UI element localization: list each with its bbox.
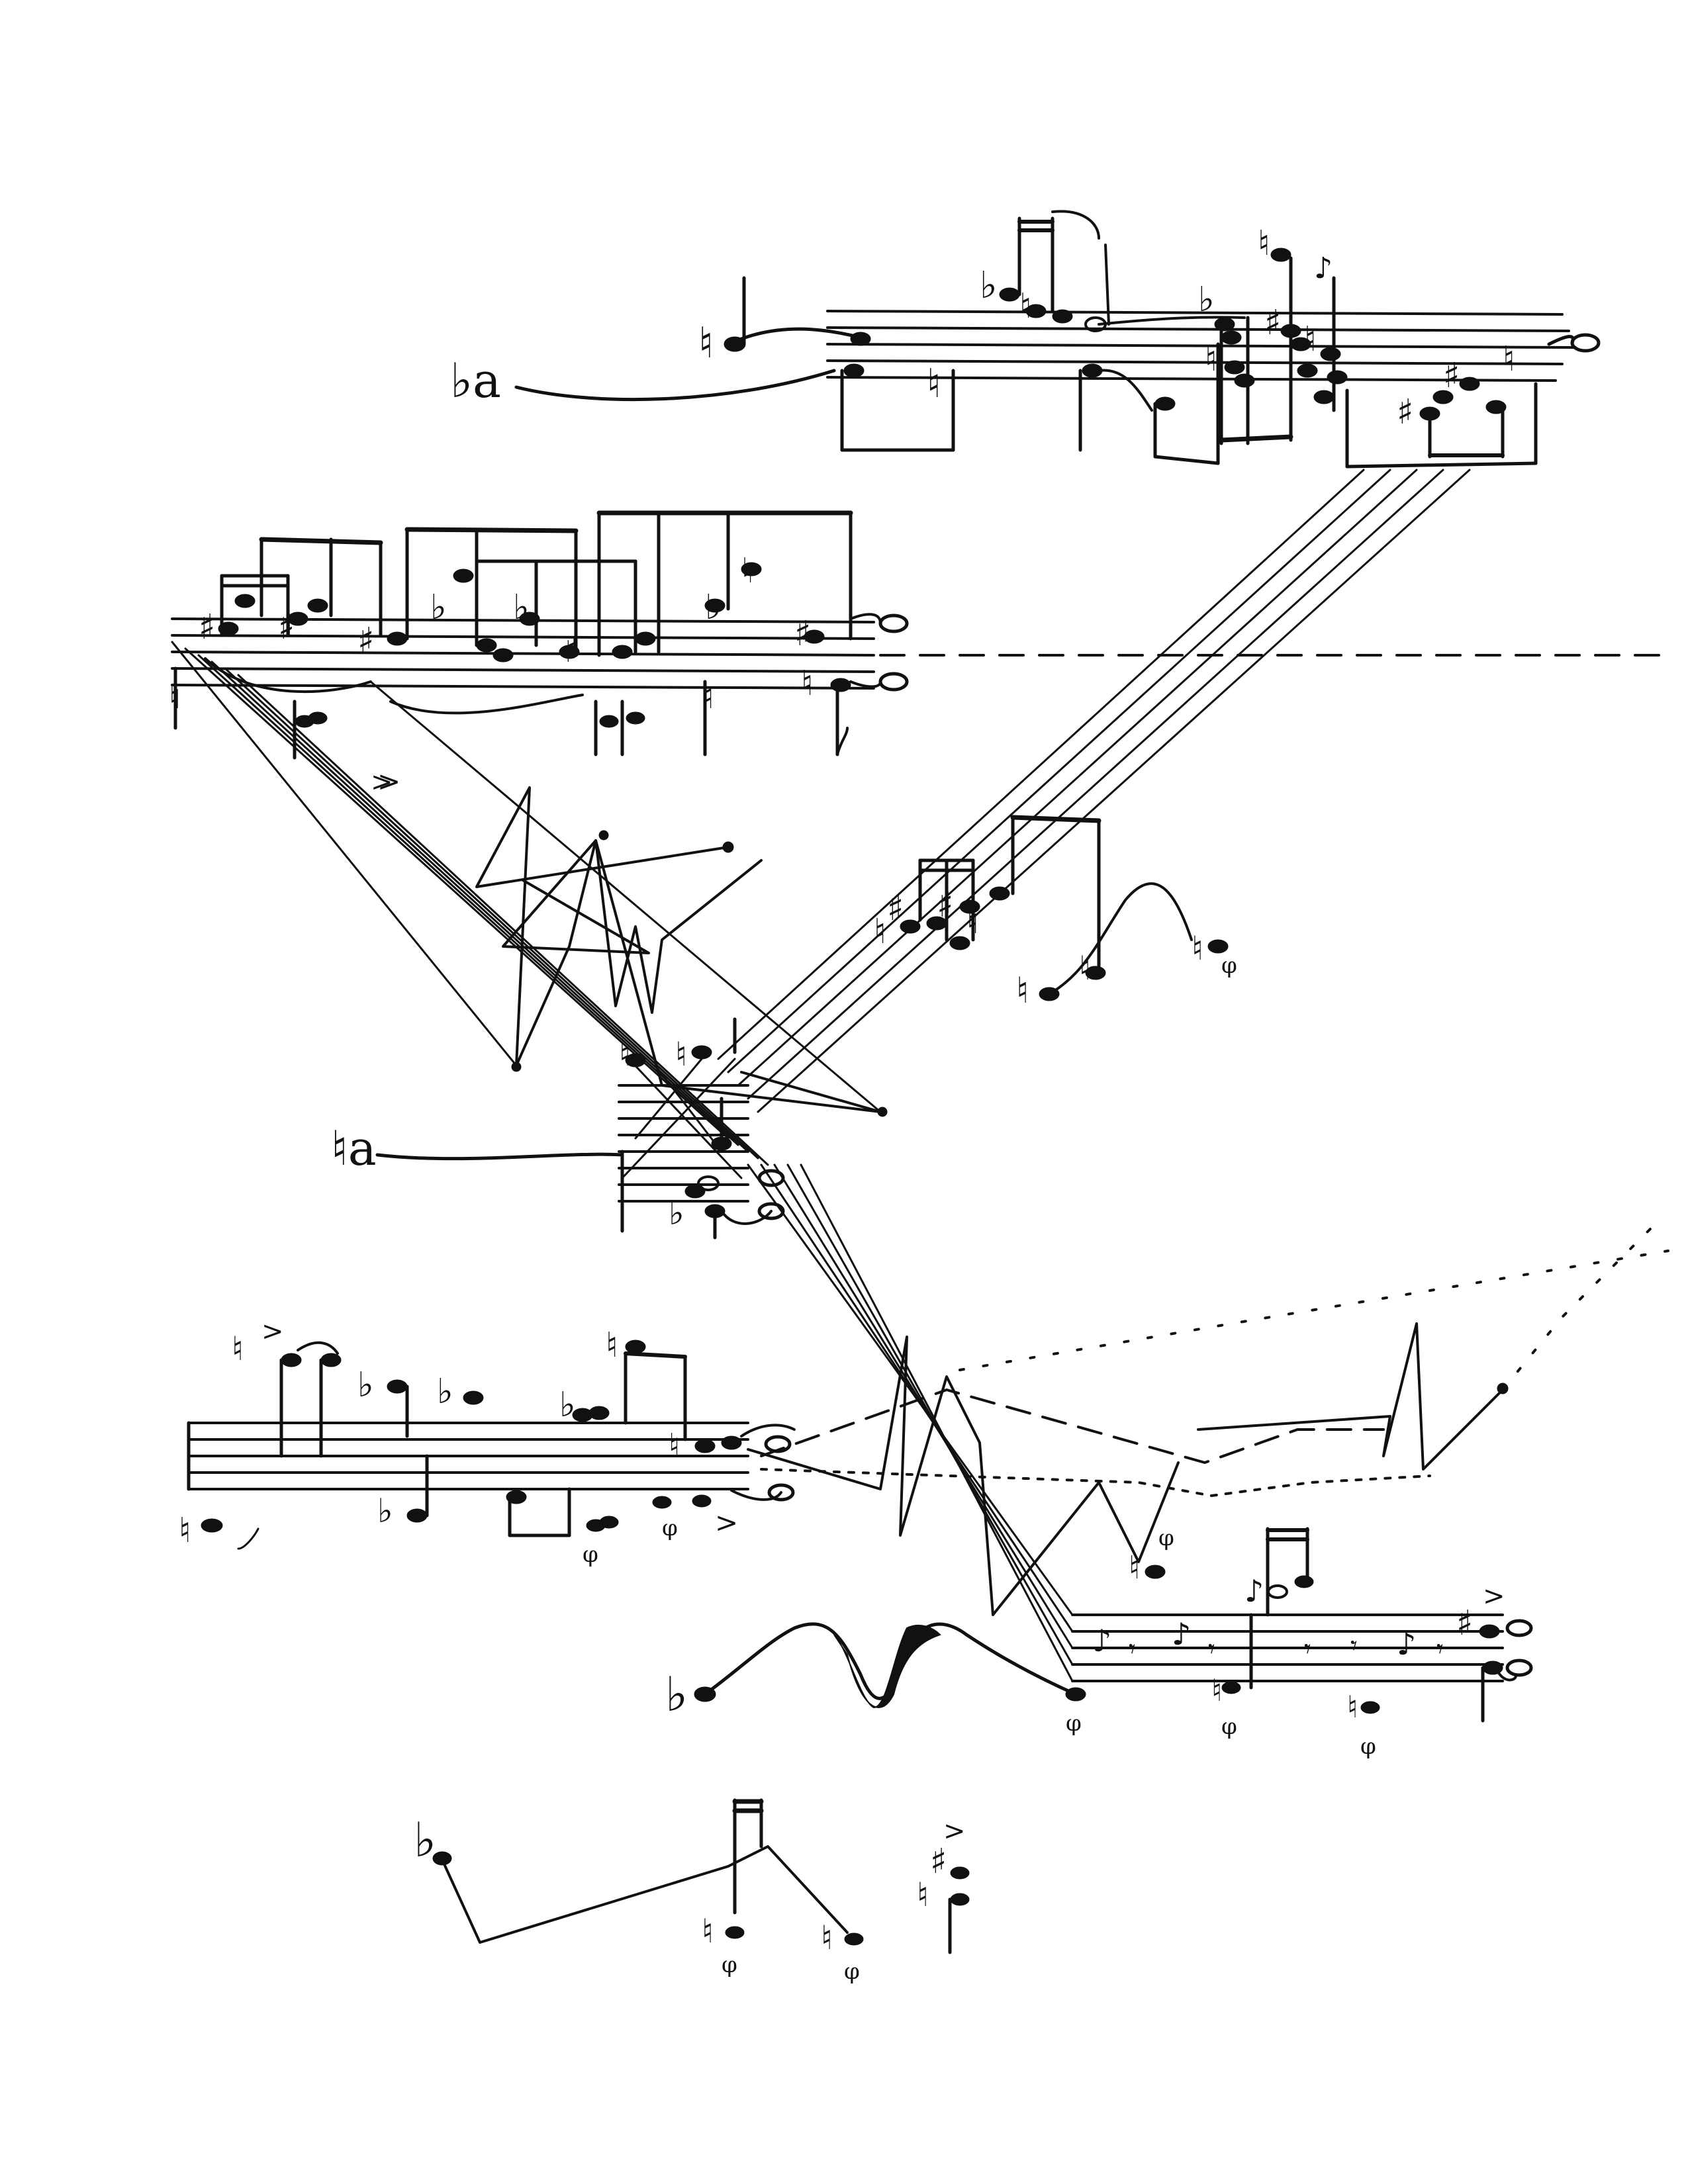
- svg-text:𝄾: 𝄾: [1304, 1634, 1311, 1664]
- svg-text:>: >: [715, 1506, 738, 1539]
- svg-text:φ: φ: [662, 1515, 678, 1541]
- svg-text:♯: ♯: [937, 886, 953, 925]
- svg-text:♯: ♯: [1264, 303, 1281, 343]
- svg-text:♯: ♯: [1456, 1604, 1473, 1643]
- svg-text:♭: ♭: [980, 264, 997, 307]
- zigzag-lines-middle: [475, 786, 888, 1117]
- svg-text:♭: ♭: [513, 588, 530, 627]
- svg-text:♯: ♯: [794, 614, 811, 654]
- svg-text:♭: ♭: [705, 588, 722, 627]
- staff-lines-top: [826, 310, 1577, 382]
- middle-cluster: ♮a ♮ ♮ ♭: [331, 1017, 785, 1240]
- svg-text:♭: ♭: [357, 1365, 374, 1405]
- svg-text:𝄾: 𝄾: [1208, 1634, 1215, 1664]
- svg-text:♮: ♮: [801, 664, 814, 704]
- svg-text:♮: ♮: [1211, 1672, 1222, 1708]
- svg-text:♮: ♮: [821, 1919, 833, 1957]
- staff-system-top: ♭a ♮ ♮ ♭ ♮: [450, 210, 1601, 469]
- svg-text:♮: ♮: [966, 902, 979, 942]
- svg-text:>: >: [1483, 1581, 1505, 1612]
- svg-text:♯: ♯: [1397, 392, 1413, 432]
- zigzag-lines-lower: [747, 1223, 1669, 1616]
- svg-text:♯: ♯: [199, 608, 215, 647]
- chord-cluster-top: ♭ ♮ ♮ ♯ ♮ ♪: [1198, 224, 1348, 445]
- svg-text:♯: ♯: [563, 631, 579, 670]
- svg-text:♭: ♭: [377, 1492, 393, 1530]
- staff-system-second: ♯ ♯ ♯ ♭ ♭ ♯ ♭ ♮ ♯ ♮ ♮ > ♮: [169, 510, 1669, 797]
- svg-text:♮: ♮: [741, 551, 754, 591]
- svg-text:φ: φ: [583, 1541, 598, 1568]
- natural-sign: ♮: [698, 319, 714, 368]
- svg-text:♮: ♮: [1258, 224, 1270, 263]
- svg-text:♪: ♪: [1397, 1626, 1416, 1662]
- svg-text:♮: ♮: [1304, 320, 1317, 359]
- svg-text:>: >: [377, 765, 400, 797]
- svg-text:♯: ♯: [357, 621, 374, 660]
- svg-text:♪: ♪: [1244, 1573, 1264, 1609]
- bottom-fragment: ♭ ♮ φ ♮ φ ♮ ♯ >: [414, 1798, 970, 1985]
- svg-text:φ: φ: [1360, 1733, 1376, 1760]
- svg-text:♮: ♮: [1192, 929, 1203, 968]
- svg-text:♭: ♭: [669, 1194, 684, 1232]
- diagonal-staff-bundle-upper: [717, 469, 1471, 1113]
- svg-text:♭: ♭: [437, 1372, 453, 1412]
- svg-text:♯: ♯: [278, 608, 295, 647]
- svg-text:φ: φ: [1158, 1525, 1174, 1551]
- svg-text:φ: φ: [1221, 952, 1237, 979]
- pitch-label-bottom: ♭: [414, 1812, 436, 1868]
- svg-text:♮: ♮: [232, 1330, 244, 1368]
- svg-text:♮: ♮: [927, 361, 941, 407]
- svg-text:♮: ♮: [702, 1912, 714, 1950]
- svg-text:φ: φ: [1221, 1713, 1237, 1740]
- svg-text:φ: φ: [844, 1958, 860, 1985]
- svg-text:♮: ♮: [874, 912, 886, 952]
- svg-text:♯: ♯: [887, 889, 904, 929]
- svg-text:♮: ♮: [917, 1876, 929, 1914]
- svg-text:>: >: [261, 1316, 284, 1347]
- svg-text:♪: ♪: [1172, 1616, 1191, 1652]
- svg-text:♮: ♮: [1205, 340, 1217, 379]
- staff-system-third: ♮ > ♭ ♭ ♭ ♮ ♮ ♮ ♭: [179, 1316, 796, 1568]
- svg-text:♮: ♮: [675, 1035, 687, 1073]
- svg-text:♮: ♮: [1016, 970, 1029, 1011]
- staff-lines-second: [171, 617, 875, 690]
- svg-text:φ: φ: [722, 1952, 737, 1978]
- thick-wave: ♭: [665, 1622, 1078, 1722]
- svg-text:♮: ♮: [1503, 340, 1515, 379]
- svg-text:♮: ♮: [619, 1035, 631, 1073]
- svg-text:♭: ♭: [1198, 280, 1215, 320]
- svg-text:♮: ♮: [669, 1427, 680, 1464]
- svg-text:♮: ♮: [1129, 1549, 1140, 1586]
- pitch-label-middle: ♮a: [331, 1120, 377, 1176]
- staff-system-bottom: ♪ 𝄾 ♪ 𝄾 𝄾 𝄾 ♪ 𝄾 ♮ φ ♪ ♮ ♮ φ φ ♯ > φ: [1065, 1525, 1533, 1760]
- svg-text:♮: ♮: [179, 1511, 191, 1551]
- staff-lines-bottom: [1071, 1614, 1504, 1682]
- staff-lines-third: [187, 1421, 749, 1491]
- svg-text:𝄾: 𝄾: [1350, 1631, 1358, 1661]
- svg-text:♮: ♮: [1019, 287, 1032, 326]
- svg-text:>: >: [943, 1816, 966, 1846]
- svg-text:♮: ♮: [169, 678, 181, 716]
- svg-text:>: >: [371, 767, 393, 797]
- svg-text:♯: ♯: [1443, 356, 1460, 396]
- svg-text:♮: ♮: [606, 1326, 618, 1365]
- diagonal-staff-bundle-left: >: [171, 641, 882, 1166]
- svg-text:♭: ♭: [430, 588, 447, 627]
- pitch-label-low: ♭: [665, 1666, 688, 1722]
- svg-text:♭: ♭: [559, 1385, 576, 1425]
- svg-text:𝄾: 𝄾: [1436, 1634, 1444, 1664]
- svg-text:𝄾: 𝄾: [1129, 1634, 1136, 1664]
- svg-text:♮: ♮: [1347, 1689, 1358, 1725]
- hatch-block: [618, 1058, 749, 1233]
- svg-text:♯: ♯: [930, 1842, 947, 1882]
- diagonal-staff-bundle-lower: [747, 1163, 1074, 1682]
- svg-text:♪: ♪: [1314, 251, 1333, 285]
- pitch-label-top: ♭a: [450, 353, 501, 408]
- svg-text:♪: ♪: [1092, 1623, 1111, 1659]
- svg-text:φ: φ: [1066, 1710, 1082, 1737]
- note-group-center-right: ♮ ♯ ♯ ♮ ♮ ♮ ♮ φ: [874, 815, 1237, 1011]
